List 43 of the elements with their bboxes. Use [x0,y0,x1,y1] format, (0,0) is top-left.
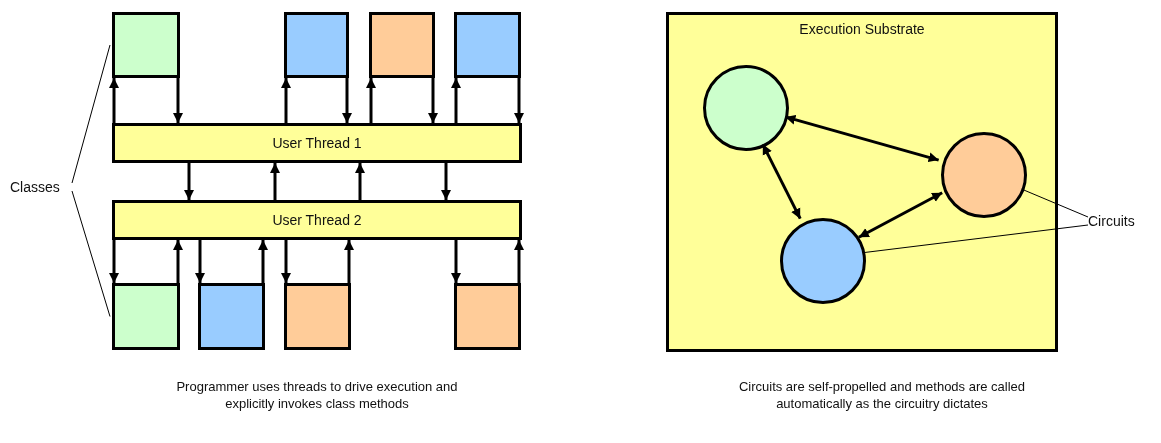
thread-bar: User Thread 1 [112,123,522,163]
callout-text: Classes [10,177,72,197]
panel-title: Execution Substrate [799,21,925,37]
substrate-panel [666,12,1058,352]
arrow [858,191,943,239]
arrow [184,163,194,200]
arrow [270,163,280,200]
arrow [784,114,940,163]
arrow [281,240,291,283]
arrow [441,163,451,200]
arrow [344,240,354,283]
class-box [284,12,349,78]
leader-line [71,190,111,317]
arrow [281,78,291,123]
arrow [514,78,524,123]
leader-line [71,44,111,184]
caption-text: Circuits are self-propelled and methods are called automatically as the circuitry dictates [737,378,1027,412]
arrow [109,78,119,123]
arrow [514,240,524,283]
class-box [454,283,521,350]
arrow [451,240,461,283]
arrow [451,78,461,123]
callout-text: Circuits [1088,211,1150,231]
arrow [109,240,119,283]
arrow [173,240,183,283]
class-box [112,12,180,78]
arrow [761,143,802,220]
leader-line [1021,188,1089,218]
leader-line [863,224,1089,254]
thread-bar: User Thread 2 [112,200,522,240]
arrow [195,240,205,283]
class-box [198,283,265,350]
arrow [355,163,365,200]
arrow [258,240,268,283]
class-box [112,283,180,350]
class-box [284,283,351,350]
caption-text: Programmer uses threads to drive execution and explicitly invokes class methods [175,378,459,412]
arrow [173,78,183,123]
class-box [454,12,521,78]
arrow [428,78,438,123]
class-box [369,12,435,78]
arrow [342,78,352,123]
arrow [366,78,376,123]
